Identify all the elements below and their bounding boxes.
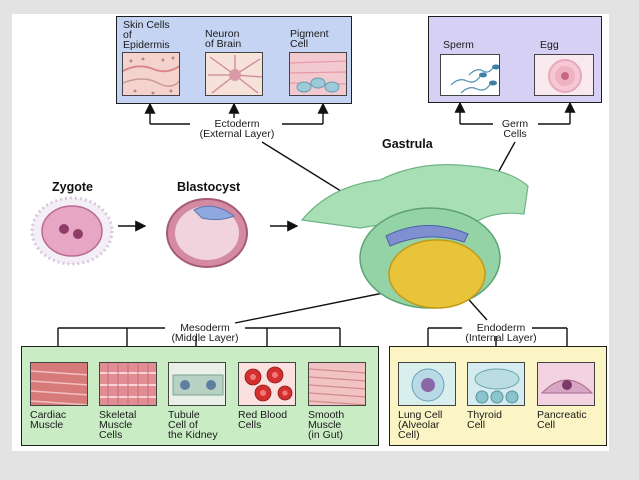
lung-cell-image xyxy=(398,362,456,406)
lung-cell-label: Lung Cell (Alveolar Cell) xyxy=(398,409,443,441)
smooth-muscle-label: Smooth Muscle (in Gut) xyxy=(308,409,345,441)
red-blood-cells-label: Red Blood Cells xyxy=(238,409,288,431)
blastocyst-title: Blastocyst xyxy=(177,180,241,194)
zygote-illustration xyxy=(30,196,114,266)
germ-cells-label: Germ Cells xyxy=(501,118,529,140)
blastocyst-illustration xyxy=(166,198,248,268)
skin-cell-image xyxy=(122,52,180,96)
cardiac-muscle-label: Cardiac Muscle xyxy=(30,409,67,431)
mesoderm-label: Mesoderm (Middle Layer) xyxy=(171,322,239,344)
thyroid-cell-label: Thyroid Cell xyxy=(467,409,503,431)
pigment-cell-image xyxy=(289,52,347,96)
egg-image xyxy=(534,54,594,96)
egg-label: Egg xyxy=(540,39,559,51)
red-blood-cells-image xyxy=(238,362,296,406)
gastrula-title: Gastrula xyxy=(382,137,433,151)
smooth-muscle-image xyxy=(308,362,366,406)
kidney-tubule-label: Tubule Cell of the Kidney xyxy=(168,409,218,441)
sperm-label: Sperm xyxy=(443,39,474,51)
ectoderm-label: Ectoderm (External Layer) xyxy=(199,118,275,140)
gastrula-illustration xyxy=(300,164,529,309)
thyroid-cell-image xyxy=(467,362,525,406)
pigment-cell-label: Pigment Cell xyxy=(290,28,329,50)
kidney-tubule-image xyxy=(168,362,226,406)
neuron-label: Neuron of Brain xyxy=(205,28,242,50)
skeletal-muscle-image xyxy=(99,362,157,406)
pancreatic-cell-label: Pancreatic Cell xyxy=(537,409,587,431)
skeletal-muscle-label: Skeletal Muscle Cells xyxy=(99,409,137,441)
pancreatic-cell-image xyxy=(537,362,595,406)
skin-cell-label: Skin Cells of Epidermis xyxy=(123,19,170,51)
neuron-image xyxy=(205,52,263,96)
endoderm-label: Endoderm (Internal Layer) xyxy=(465,322,537,344)
sperm-image xyxy=(440,54,500,96)
cardiac-muscle-image xyxy=(30,362,88,406)
zygote-title: Zygote xyxy=(52,180,93,194)
